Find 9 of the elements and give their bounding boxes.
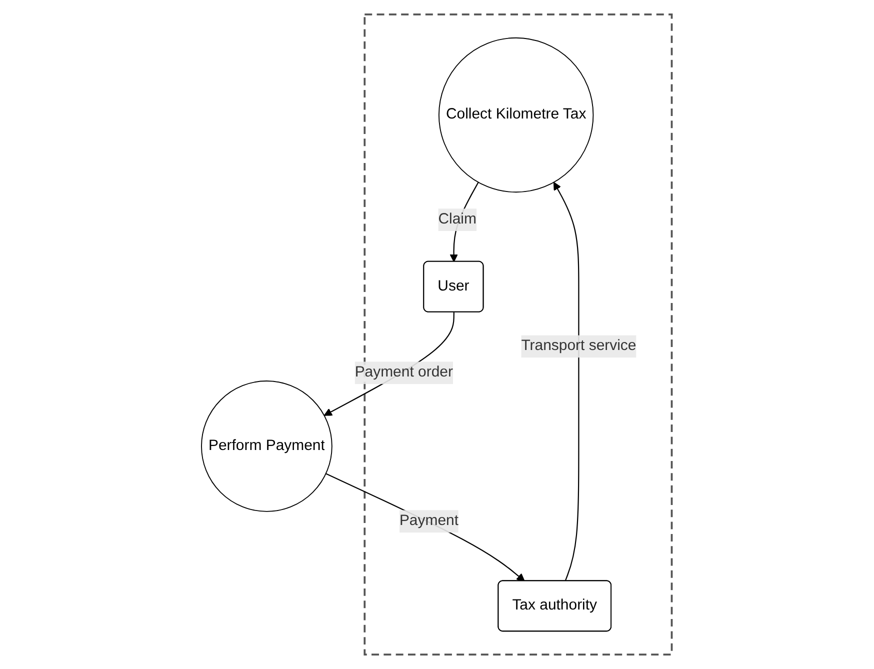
edge-label: Payment order — [355, 364, 454, 380]
arrow — [554, 182, 580, 582]
edge-label: Claim — [438, 211, 477, 228]
node-circle: Perform Payment — [201, 380, 333, 512]
edge-label: Payment — [400, 512, 459, 529]
arrow — [324, 312, 455, 416]
node-circle: Collect Kilometre Tax — [438, 37, 594, 193]
arrow — [326, 473, 526, 582]
edge-label: Transport service — [522, 338, 637, 354]
